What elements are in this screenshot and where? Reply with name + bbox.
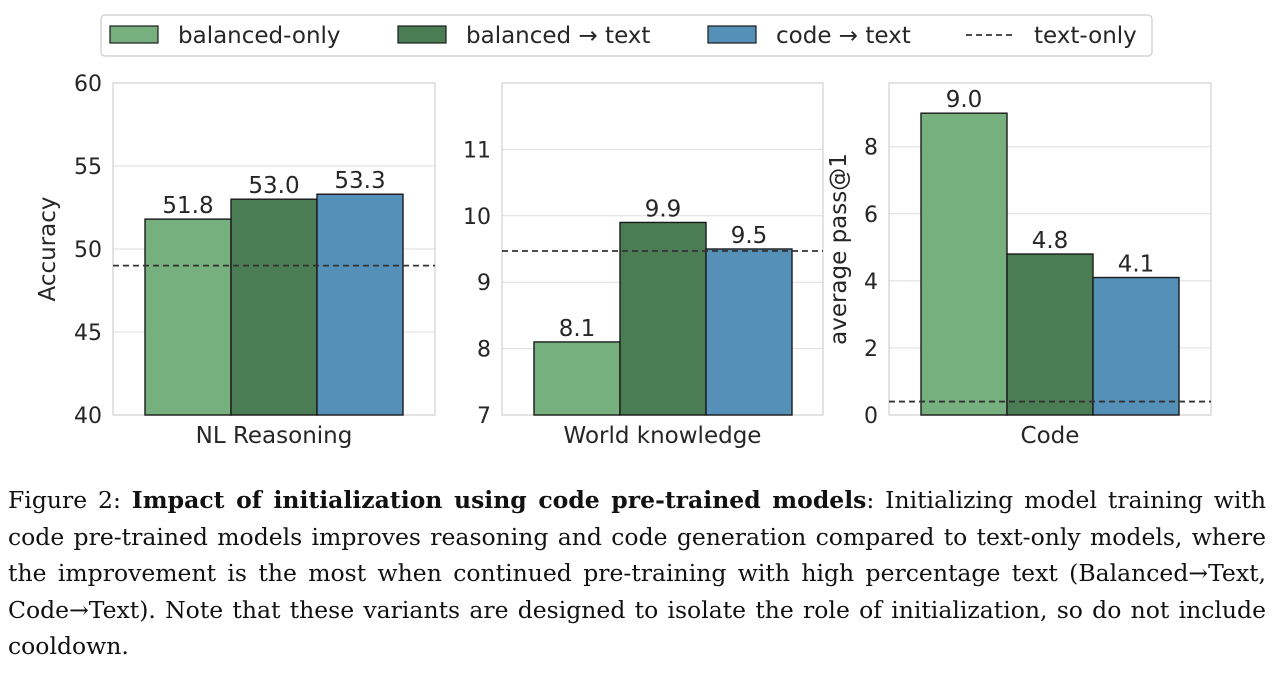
legend-swatch-balanced-only: [109, 25, 159, 44]
bar-balanced-only: [920, 112, 1008, 416]
y-tick-label: 11: [463, 138, 491, 163]
y-tick-label: 0: [864, 404, 878, 429]
legend-swatch-code-to-text: [707, 25, 757, 44]
figure-caption: Figure 2: Impact of initialization using…: [8, 482, 1266, 665]
panel-nl-reasoning: 40 45 50 55 60 51.8 53.0 53.3 NL Reasoning Accura…: [35, 72, 436, 449]
bar-value-label: 9.0: [946, 87, 983, 113]
caption-prefix: Figure 2:: [8, 486, 132, 514]
y-tick-label: 8: [864, 136, 878, 161]
y-tick-label: 45: [74, 321, 102, 346]
y-axis-label: average pass@1: [826, 153, 852, 345]
bar-value-label: 4.8: [1032, 228, 1069, 254]
y-tick-label: 10: [463, 205, 491, 230]
bar-code-to-text: [1092, 276, 1180, 416]
y-tick-label: 8: [477, 338, 491, 363]
legend-label-code-to-text: code → text: [776, 23, 911, 49]
bar-value-label: 4.1: [1118, 252, 1155, 278]
x-axis-label: NL Reasoning: [196, 423, 353, 449]
caption-text: : Initializing model training with code …: [8, 486, 1267, 660]
legend-swatch-balanced-to-text: [397, 25, 447, 44]
bar-value-label: 53.0: [248, 173, 299, 199]
x-axis-label: Code: [1021, 423, 1080, 449]
legend-frame: [100, 14, 1153, 57]
bar-value-label: 8.1: [559, 316, 596, 342]
bar-value-label: 53.3: [334, 168, 385, 194]
figure-chart: balanced-only balanced → text code → text t…: [35, 14, 1212, 449]
bar-value-label: 51.8: [162, 193, 213, 219]
legend-label-balanced-only: balanced-only: [178, 23, 341, 49]
y-tick-label: 55: [74, 155, 102, 180]
bar-value-label: 9.9: [645, 196, 682, 222]
bar-code-to-text: [705, 248, 793, 416]
y-tick-label: 50: [74, 238, 102, 263]
bar-balanced-to-text: [230, 198, 318, 416]
x-axis-label: World knowledge: [564, 423, 762, 449]
bar-balanced-to-text: [619, 221, 707, 416]
bar-balanced-only: [533, 341, 621, 416]
legend: balanced-only balanced → text code → text t…: [100, 14, 1153, 57]
y-tick-label: 4: [864, 270, 878, 295]
legend-label-text-only: text-only: [1034, 23, 1137, 49]
y-tick-label: 6: [864, 203, 878, 228]
bar-balanced-only: [144, 218, 232, 416]
y-tick-label: 9: [477, 271, 491, 296]
y-tick-label: 60: [74, 72, 102, 97]
y-tick-label: 2: [864, 337, 878, 362]
y-tick-label: 7: [477, 404, 491, 429]
y-tick-label: 40: [74, 404, 102, 429]
y-axis-label: Accuracy: [35, 196, 61, 301]
caption-bold: Impact of initialization using code pre-…: [131, 486, 867, 514]
bar-code-to-text: [316, 193, 404, 416]
legend-label-balanced-to-text: balanced → text: [466, 23, 650, 49]
bar-balanced-to-text: [1006, 253, 1094, 416]
bar-value-label: 9.5: [731, 223, 768, 249]
